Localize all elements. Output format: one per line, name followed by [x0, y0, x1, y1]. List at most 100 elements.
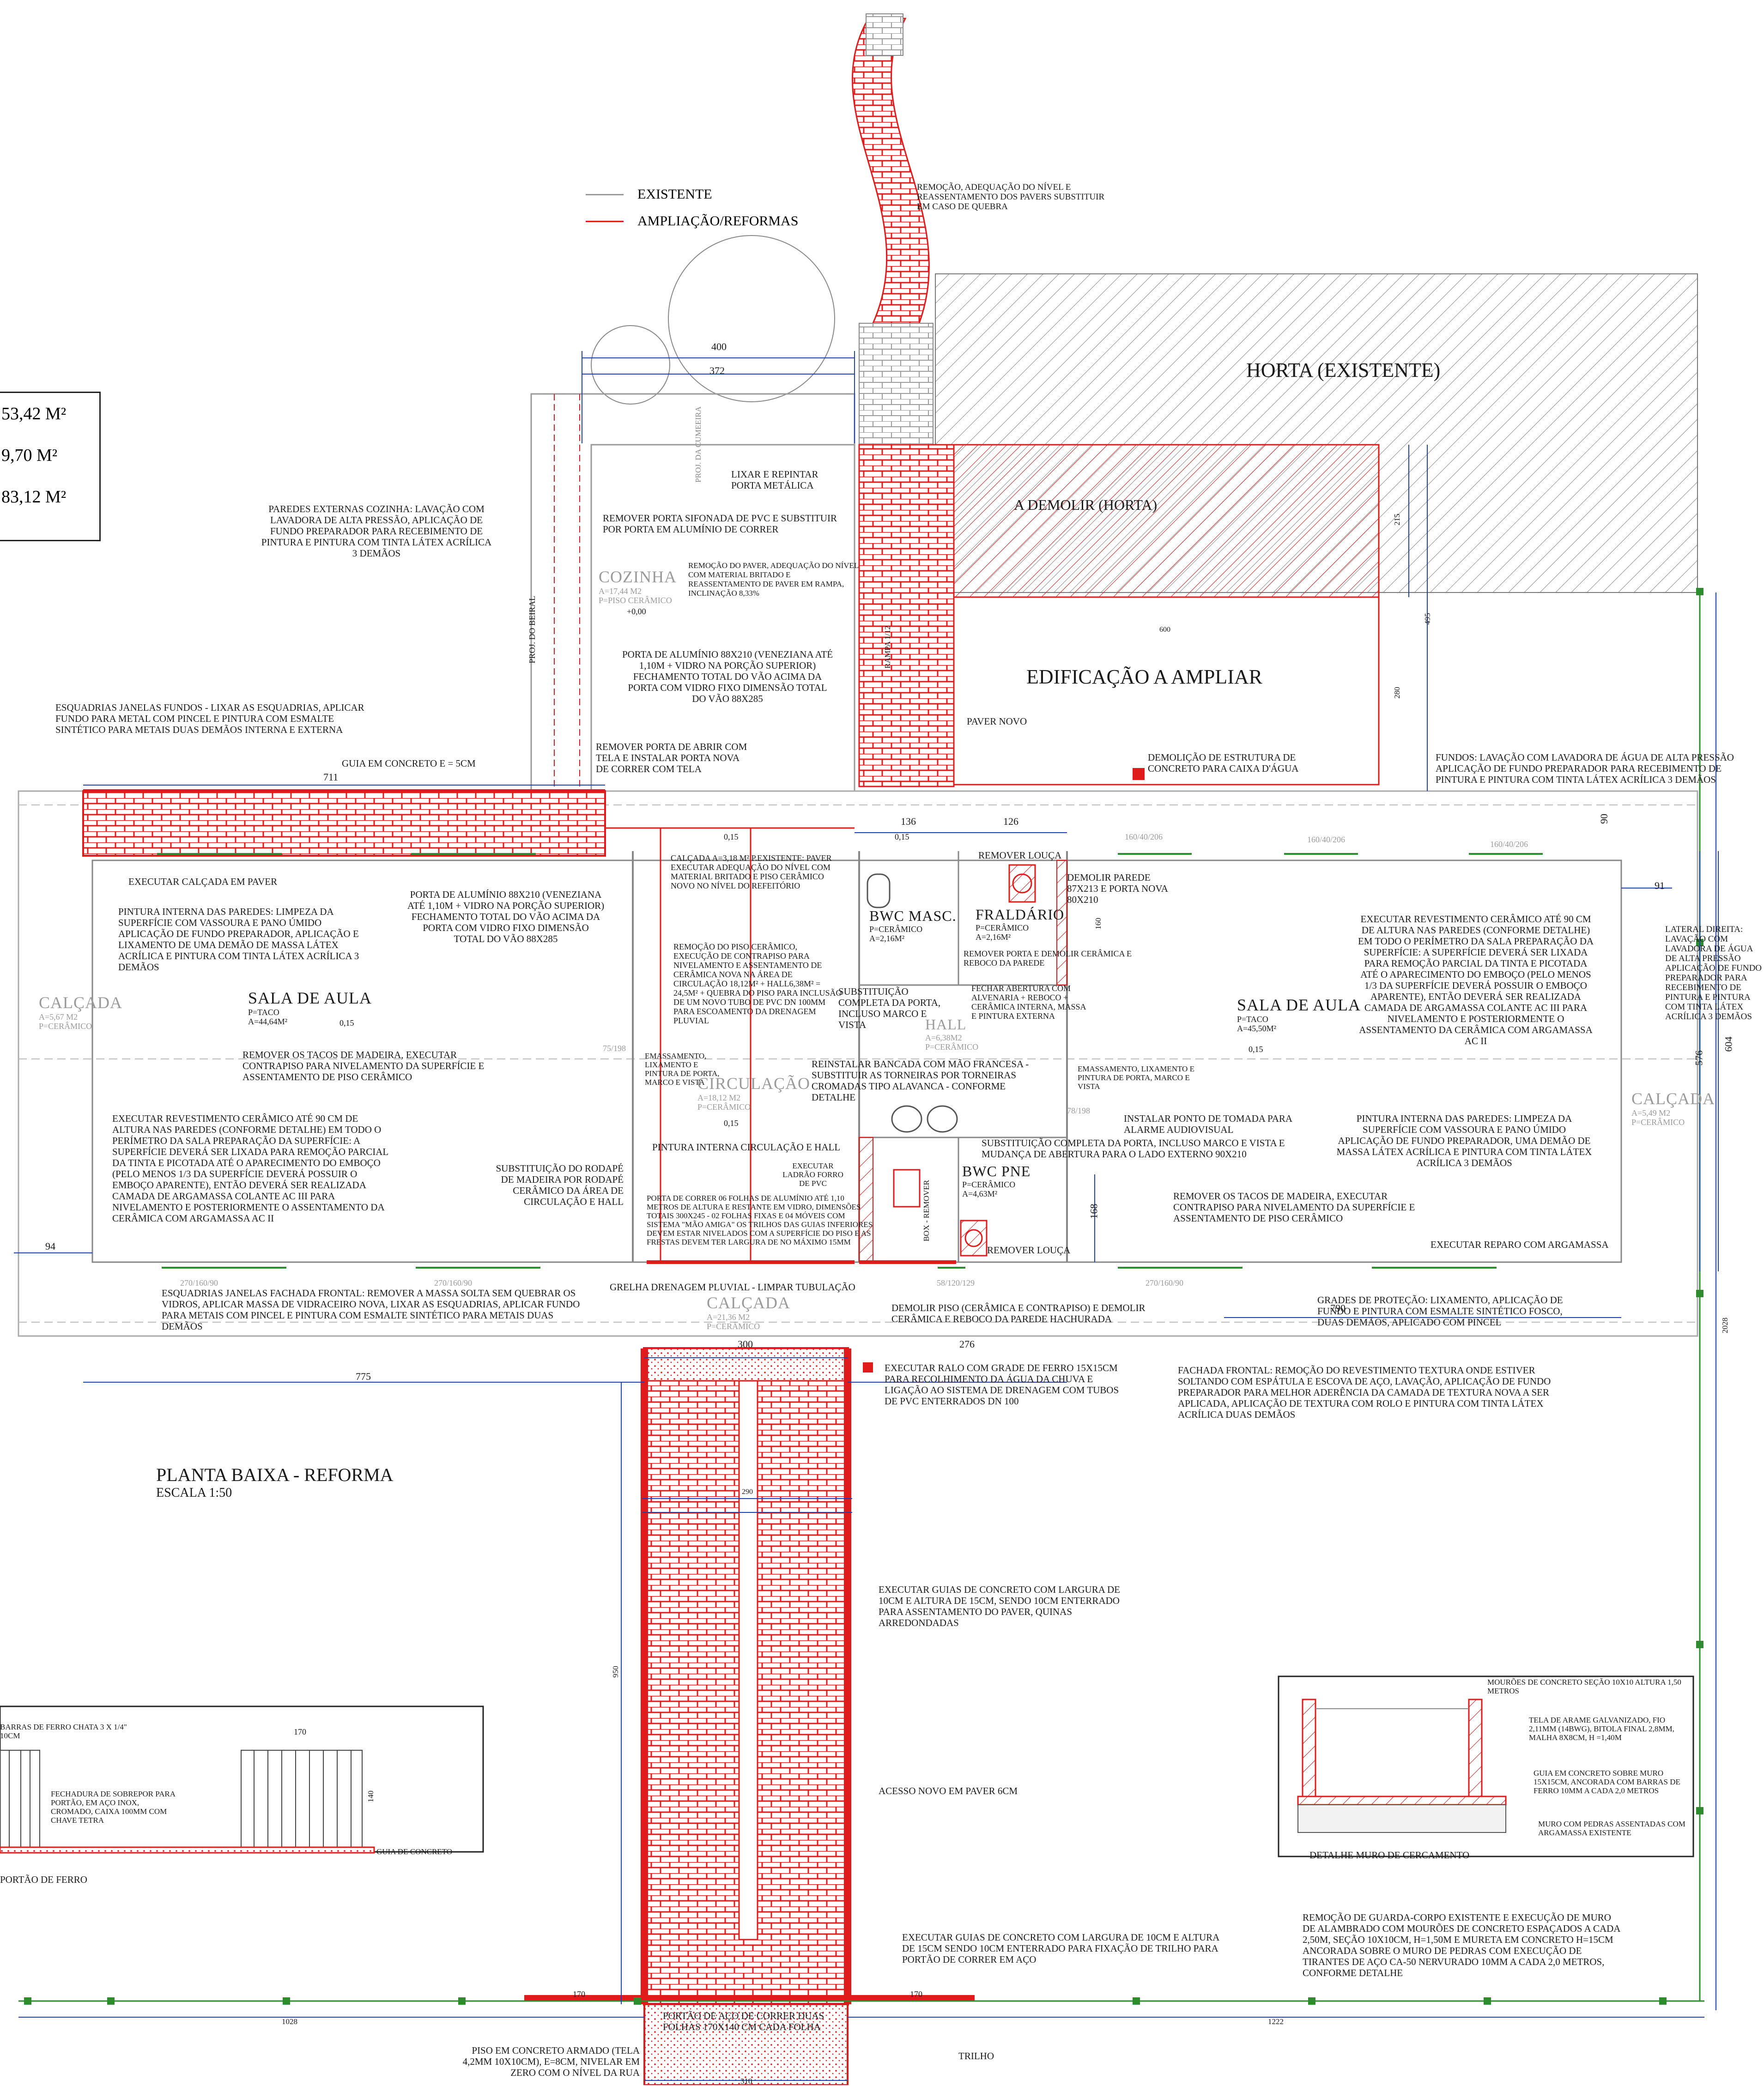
sink-right [927, 1105, 958, 1133]
note-portao-ferro: PORTÃO DE FERRO [0, 1874, 87, 1885]
window-label-1: 160/40/206 [1125, 832, 1163, 841]
dim-775: 775 [356, 1371, 371, 1382]
room-circulacao: CIRCULAÇÃO A=18,12 M2 P=CERÂMICO [697, 1074, 811, 1112]
dim-372: 372 [709, 365, 725, 376]
note-remover-porta-abrir: REMOVER PORTA DE ABRIR COM TELA E INSTAL… [596, 741, 747, 774]
note-ralo: EXECUTAR RALO COM GRADE DE FERRO 15X15CM… [885, 1362, 1119, 1407]
note-trilho: TRILHO [958, 2050, 994, 2062]
note-guias-trilho: EXECUTAR GUIAS DE CONCRETO COM LARGURA D… [902, 1932, 1219, 1965]
level-015-c: 0,15 [339, 1018, 354, 1028]
dim-290: 290 [742, 1488, 753, 1496]
room-kitchen: COZINHA A=17,44 M2 P=PISO CERÂMICO [599, 568, 677, 605]
note-demolir-piso: DEMOLIR PISO (CERÂMICA E CONTRAPISO) E D… [891, 1302, 1146, 1324]
dim-600: 600 [1159, 626, 1170, 634]
dim-604: 604 [1722, 1036, 1734, 1052]
area-value-2: 9,70 M² [1, 446, 58, 465]
note-guarda-corpo: REMOÇÃO DE GUARDA-CORPO EXISTENTE E EXEC… [1303, 1912, 1620, 1978]
dim-90: 90 [1598, 814, 1610, 824]
dim-300: 300 [738, 1338, 753, 1350]
dim-711: 711 [323, 771, 339, 783]
dim-950: 950 [611, 1666, 620, 1678]
legend-renovation-label: AMPLIAÇÃO/REFORMAS [637, 213, 799, 229]
note-esquadrias-fundos: ESQUADRIAS JANELAS FUNDOS - LIXAR AS ESQ… [55, 702, 364, 735]
zone-garden-label: HORTA (EXISTENTE) [1246, 359, 1441, 381]
window-label-8: 270/160/90 [1146, 1278, 1184, 1288]
note-box-remover: BOX - REMOVER [922, 1180, 931, 1242]
note-pintura-circulacao: PINTURA INTERNA CIRCULAÇÃO E HALL [652, 1142, 841, 1153]
sink-left [891, 1105, 922, 1133]
curved-paver-path [851, 18, 930, 324]
legend-row-existing: EXISTENTE [586, 181, 798, 208]
level-015-a: 0,15 [724, 832, 739, 841]
note-paredes-cozinha: PAREDES EXTERNAS COZINHA: LAVAÇÃO COM LA… [261, 503, 492, 559]
room-calcada-front: CALÇADA A=21,36 M2 P=CERÂMICO [707, 1294, 791, 1331]
note-remover-louca-2: REMOVER LOUÇA [987, 1245, 1071, 1256]
legend-existing-label: EXISTENTE [637, 187, 712, 202]
window-label-3: 160/40/206 [1490, 840, 1528, 849]
building-outer-wall [91, 859, 1622, 1263]
room-calcada-left: CALÇADA A=5,67 M2 P=CERÂMICO [39, 993, 123, 1031]
note-remocao-piso: REMOÇÃO DO PISO CERÂMICO, EXECUÇÃO DE CO… [673, 942, 842, 1025]
note-lixar-porta: LIXAR E REPINTAR PORTA METÁLICA [731, 469, 818, 491]
dim-168: 168 [1088, 1203, 1100, 1219]
note-fundos: FUNDOS: LAVAÇÃO COM LAVADORA DE ÁGUA DE … [1436, 752, 1734, 785]
note-substituicao-porta-2: SUBSTITUIÇÃO COMPLETA DA PORTA, INCLUSO … [982, 1137, 1285, 1160]
note-remover-louca: REMOVER LOUÇA [978, 850, 1062, 861]
dim-126: 126 [1003, 816, 1018, 827]
note-fechar-abertura: FECHAR ABERTURA COM ALVENARIA + REBOCO +… [971, 984, 1086, 1021]
note-porta-aluminio-2: PORTA DE ALUMÍNIO 88X210 (VENEZIANA ATÉ … [407, 889, 605, 944]
room-hall: HALL A=6,38M2 P=CERÂMICO [925, 1016, 979, 1052]
garden-demolish-area [953, 444, 1380, 598]
note-pintura-interna: PINTURA INTERNA DAS PAREDES: LIMPEZA DA … [118, 906, 359, 973]
note-fechadura: FECHADURA DE SOBREPOR PARA PORTÃO, EM AÇ… [51, 1790, 176, 1825]
note-porta-sifonada: REMOVER PORTA SIFONADA DE PVC E SUBSTITU… [603, 513, 837, 535]
note-guia-concreto: GUIA EM CONCRETO E = 5CM [342, 758, 476, 769]
demolish-wall-hatch [1056, 860, 1067, 986]
zone-expand-label: EDIFICAÇÃO A AMPLIAR [1026, 665, 1262, 688]
note-muro-pedras: MURO COM PEDRAS ASSENTADAS COM ARGAMASSA… [1538, 1820, 1685, 1837]
note-fachada-frontal: FACHADA FRONTAL: REMOÇÃO DO REVESTIMENTO… [1178, 1365, 1551, 1420]
note-calcada-paver-level: CALÇADA A=3,18 M² P.EXISTENTE: PAVER EXE… [671, 853, 832, 890]
paver-corridor-existing [859, 323, 934, 448]
window-label-5: 78/198 [1067, 1106, 1091, 1115]
dim-215: 215 [1392, 514, 1401, 526]
note-substituicao-porta: SUBSTITUIÇÃO COMPLETA DA PORTA, INCLUSO … [838, 986, 941, 1030]
back-sidewalk-paver [82, 790, 606, 857]
room-fraldario: FRALDÁRIO P=CERÂMICO A=2,16M² [976, 906, 1065, 942]
level-kitchen: +0,00 [627, 607, 646, 616]
dim-2028: 2028 [1721, 1318, 1729, 1333]
note-revestimento-ceramico: EXECUTAR REVESTIMENTO CERÂMICO ATÉ 90 CM… [1358, 913, 1594, 1046]
dim-140: 140 [366, 1790, 375, 1802]
dim-576: 576 [1693, 1050, 1705, 1066]
dim-136: 136 [901, 816, 916, 827]
note-detalhe-muro: DETALHE MURO DE CERCAMENTO [1309, 1850, 1470, 1861]
legend: EXISTENTE AMPLIAÇÃO/REFORMAS [586, 181, 798, 235]
level-015-e: 0,15 [724, 1119, 739, 1128]
note-reinstalar-bancada: REINSTALAR BANCADA COM MÃO FRANCESA - SU… [812, 1058, 1029, 1103]
note-grelha: GRELHA DRENAGEM PLUVIAL - LIMPAR TUBULAÇ… [610, 1282, 855, 1293]
note-grades: GRADES DE PROTEÇÃO: LIXAMENTO, APLICAÇÃO… [1317, 1294, 1563, 1328]
pne-red-fixture [960, 1220, 988, 1257]
expansion-building [953, 596, 1380, 786]
tree-circle-large [668, 235, 835, 402]
note-pintura-interna-2: PINTURA INTERNA DAS PAREDES: LIMPEZA DA … [1336, 1113, 1592, 1168]
note-remocao-paver: REMOÇÃO DO PAVER, ADEQUAÇÃO DO NÍVEL COM… [688, 561, 859, 598]
window-label-6: 270/160/90 [180, 1278, 218, 1288]
building-outer-eave [18, 790, 1698, 1337]
note-demolicao-caixa: DEMOLIÇÃO DE ESTRUTURA DE CONCRETO PARA … [1148, 752, 1299, 774]
dim-790: 790 [1330, 1302, 1346, 1314]
note-portao-aco: PORTÃO DE AÇO DE CORRER DUAS FOLHAS 170X… [663, 2010, 824, 2032]
paver-path-top-existing [866, 13, 903, 56]
window-label-2: 160/40/206 [1307, 835, 1346, 844]
note-ladrao: EXECUTAR LADRÃO FORRO DE PVC [782, 1161, 843, 1188]
dim-94: 94 [45, 1240, 55, 1252]
dim-495: 495 [1423, 613, 1432, 625]
window-label-7: 270/160/90 [434, 1278, 473, 1288]
paver-corridor-new [858, 444, 955, 787]
window-label-4: 75/198 [603, 1044, 626, 1053]
note-substituicao-rodape: SUBSTITUIÇÃO DO RODAPÉ DE MADEIRA POR RO… [496, 1163, 624, 1207]
note-pavers-top: REMOÇÃO, ADEQUAÇÃO DO NÍVEL E REASSENTAM… [917, 182, 1105, 212]
note-barras-ferro: BARRAS DE FERRO CHATA 3 X 1/4" 10CM [0, 1723, 127, 1740]
dim-276: 276 [959, 1338, 975, 1350]
